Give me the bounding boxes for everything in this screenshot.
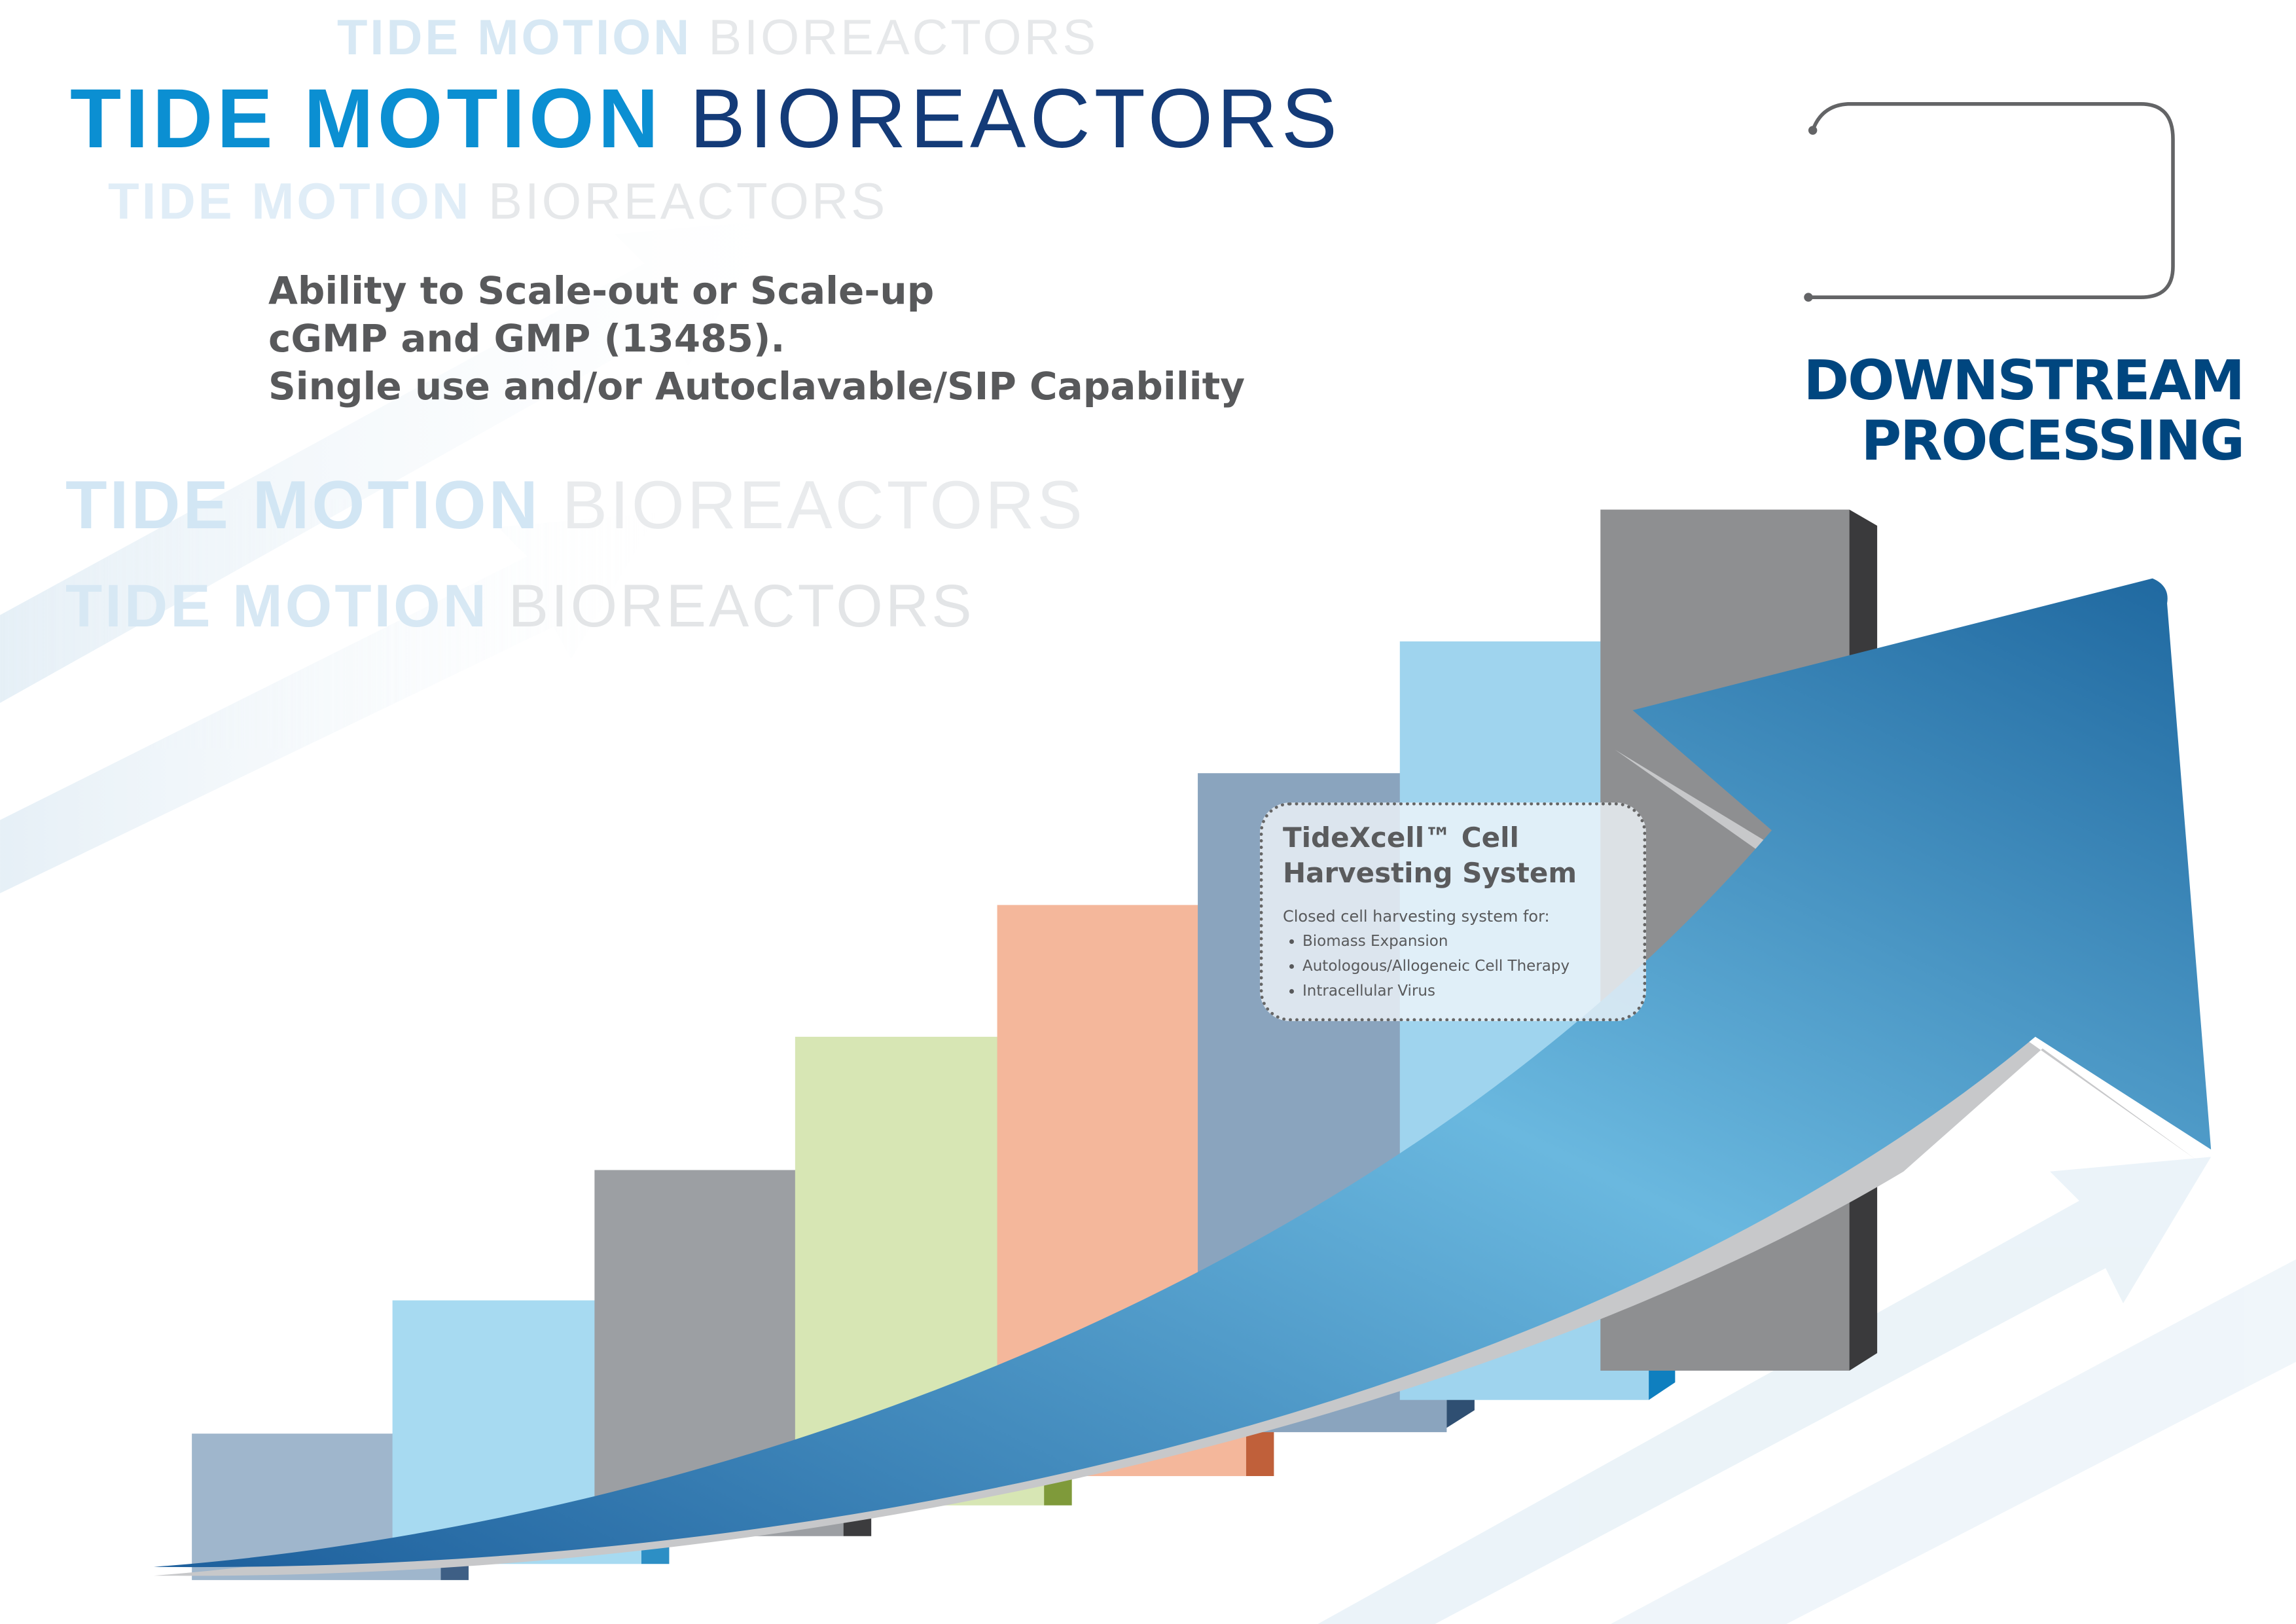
background-arrows — [0, 219, 2296, 1624]
feature-line: cGMP and GMP (13485). — [268, 316, 785, 361]
brand-title: TIDE MOTION BIOREACTORS — [70, 72, 1341, 166]
growth-arrow — [153, 578, 2212, 1576]
callout-subtitle: Closed cell harvesting system for: — [1283, 907, 1550, 926]
list-item: Intracellular Virus — [1302, 979, 1623, 1003]
callout-title: TideXcell™ Cell — [1283, 821, 1519, 854]
list-item: Biomass Expansion — [1302, 929, 1623, 954]
list-item: Autologous/Allogeneic Cell Therapy — [1302, 954, 1623, 979]
feature-line: Ability to Scale-out or Scale-up — [268, 268, 935, 313]
heading-line-2: PROCESSING — [1861, 408, 2245, 473]
heading-line-1: DOWNSTREAM — [1803, 348, 2245, 412]
watermark-2: TIDE MOTION BIOREACTORS — [65, 467, 1085, 543]
watermark-1: TIDE MOTION BIOREACTORS — [337, 10, 1099, 65]
watermark-3: TIDE MOTION BIOREACTORS — [65, 573, 975, 640]
callout-title: Harvesting System — [1283, 857, 1577, 889]
feature-line: Single use and/or Autoclavable/SIP Capab… — [268, 364, 1246, 408]
watermark-4: TIDE MOTION BIOREACTORS — [108, 172, 888, 230]
product-callout: TideXcell™ Cell Harvesting System Closed… — [1260, 803, 1646, 1021]
callout-bullets: Biomass Expansion Autologous/Allogeneic … — [1283, 929, 1623, 1003]
bracket-line — [1810, 102, 2175, 299]
section-heading: DOWNSTREAM PROCESSING — [1803, 348, 2245, 473]
